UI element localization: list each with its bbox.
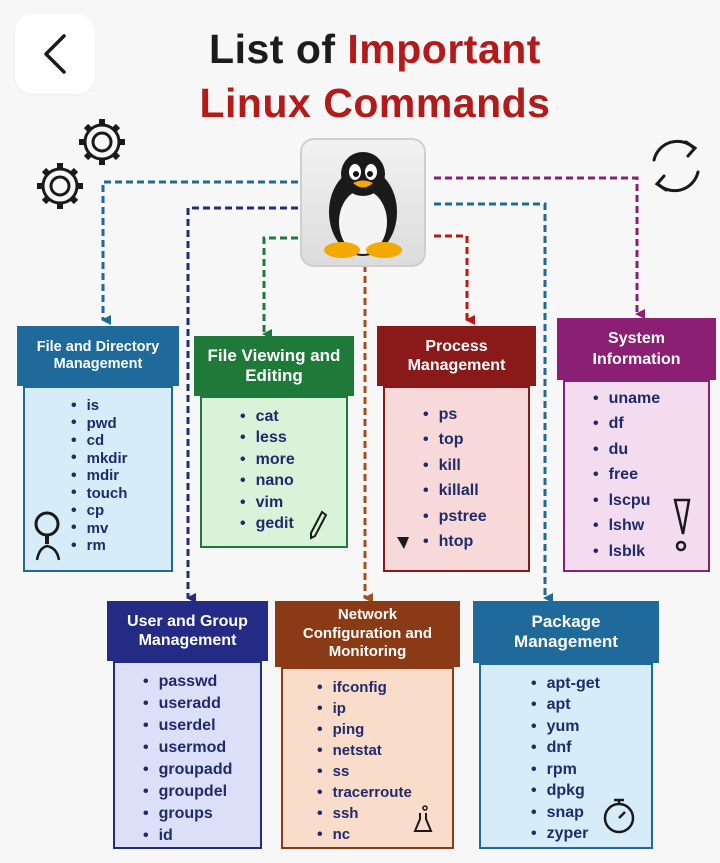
section-system-info: System Information uname df du free lscp…	[557, 318, 716, 572]
list-item: netstat	[317, 740, 452, 761]
list-item: htop	[423, 530, 528, 556]
list-item: groups	[143, 803, 260, 825]
list-item: zyper	[531, 824, 651, 846]
list-item: mv	[71, 520, 171, 538]
section-user-group: User and Group Management passwd useradd…	[107, 601, 268, 849]
magnifier-icon	[34, 511, 61, 561]
section-body: passwd useradd userdel usermod groupadd …	[113, 661, 262, 849]
list-item: tracerroute	[317, 782, 452, 803]
list-item: touch	[71, 485, 171, 503]
list-item: cp	[71, 502, 171, 520]
list-item: lsblk	[593, 539, 708, 565]
list-item: yum	[531, 716, 651, 738]
section-header: System Information	[557, 318, 716, 380]
page-title: List of Important Linux Commands	[120, 22, 630, 130]
section-file-viewing: File Viewing and Editing cat less more n…	[194, 336, 354, 548]
section-body: is pwd cd mkdir mdir touch cp mv rm	[23, 386, 173, 572]
section-body: apt-get apt yum dnf rpm dpkg snap zyper	[479, 663, 653, 849]
section-body: ps top kill killall pstree htop	[383, 386, 530, 572]
list-item: free	[593, 463, 708, 489]
list-item: killall	[423, 479, 528, 505]
list-item: ps	[423, 402, 528, 428]
flask-icon	[413, 805, 433, 832]
list-item: ping	[317, 719, 452, 740]
title-part-3: Linux Commands	[199, 80, 551, 126]
section-header: Package Management	[473, 601, 659, 663]
list-item: du	[593, 437, 708, 463]
list-item: mkdir	[71, 450, 171, 468]
section-file-directory: File and Directory Management is pwd cd …	[17, 326, 179, 572]
list-item: apt	[531, 695, 651, 717]
list-item: dpkg	[531, 781, 651, 803]
section-title: User and Group Management	[127, 613, 248, 649]
list-item: more	[240, 449, 346, 471]
section-header: File and Directory Management	[17, 326, 179, 386]
list-item: dnf	[531, 738, 651, 760]
list-item: pwd	[71, 415, 171, 433]
list-item: ss	[317, 761, 452, 782]
pencil-icon	[310, 510, 328, 540]
list-item: rpm	[531, 759, 651, 781]
list-item: uname	[593, 386, 708, 412]
list-item: pstree	[423, 504, 528, 530]
list-item: nc	[317, 824, 452, 845]
refresh-icon	[652, 139, 700, 193]
section-header: User and Group Management	[107, 601, 268, 661]
list-item: passwd	[143, 671, 260, 693]
list-item: top	[423, 428, 528, 454]
linux-logo-box	[300, 138, 426, 267]
stopwatch-icon	[603, 798, 635, 834]
section-process: Process Management ps top kill killall p…	[377, 326, 536, 572]
list-item: userdel	[143, 715, 260, 737]
cursor-icon	[397, 537, 409, 549]
section-header: Process Management	[377, 326, 536, 386]
title-part-1: List of	[209, 26, 348, 72]
list-item: cd	[71, 432, 171, 450]
section-title: Network Configuration and Monitoring	[302, 606, 433, 661]
list-item: groupadd	[143, 759, 260, 781]
section-package: Package Management apt-get apt yum dnf r…	[473, 601, 659, 849]
section-title: File Viewing and Editing	[207, 346, 341, 385]
list-item: gedit	[240, 514, 346, 536]
list-item: is	[71, 397, 171, 415]
list-item: rm	[71, 537, 171, 555]
list-item: nano	[240, 471, 346, 493]
list-item: ssh	[317, 803, 452, 824]
section-body: cat less more nano vim gedit	[200, 396, 348, 548]
list-item: less	[240, 428, 346, 450]
list-item: useradd	[143, 693, 260, 715]
section-header: File Viewing and Editing	[194, 336, 354, 396]
list-item: lshw	[593, 514, 708, 540]
list-item: cat	[240, 406, 346, 428]
list-item: df	[593, 412, 708, 438]
section-title: Package Management	[514, 612, 618, 651]
list-item: snap	[531, 802, 651, 824]
list-item: lscpu	[593, 488, 708, 514]
list-item: usermod	[143, 737, 260, 759]
list-item: groupdel	[143, 781, 260, 803]
section-network: Network Configuration and Monitoring ifc…	[275, 601, 460, 849]
linux-penguin-logo	[324, 152, 402, 258]
list-item: id	[143, 825, 260, 847]
list-item: vim	[240, 492, 346, 514]
section-body: ifconfig ip ping netstat ss tracerroute …	[281, 667, 454, 849]
list-item: kill	[423, 453, 528, 479]
back-button[interactable]	[15, 14, 95, 94]
list-item: apt-get	[531, 673, 651, 695]
gears-icon	[37, 119, 125, 209]
section-header: Network Configuration and Monitoring	[275, 601, 460, 667]
section-title: System Information	[592, 330, 681, 368]
exclamation-icon	[673, 498, 691, 552]
section-body: uname df du free lscpu lshw lsblk	[563, 380, 710, 572]
section-title: File and Directory Management	[36, 339, 160, 372]
list-item: mdir	[71, 467, 171, 485]
title-part-2: Important	[347, 26, 541, 72]
section-title: Process Management	[407, 338, 506, 374]
list-item: ifconfig	[317, 677, 452, 698]
list-item: ip	[317, 698, 452, 719]
chevron-left-icon	[44, 34, 66, 74]
